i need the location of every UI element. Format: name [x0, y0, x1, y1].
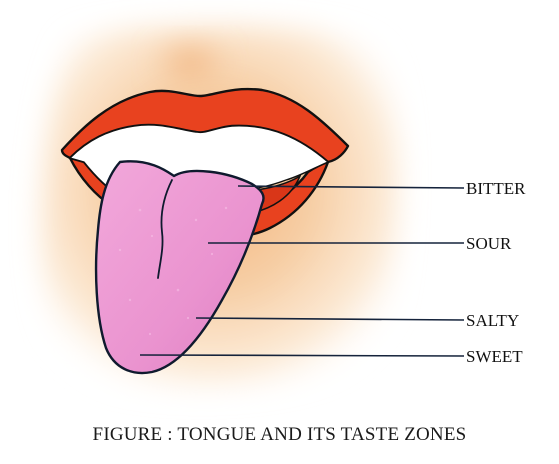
zone-label-sweet: SWEET — [466, 347, 523, 366]
taste-zone-labels: BITTER SOUR SALTY SWEET — [466, 179, 526, 366]
figure-caption: FIGURE : TONGUE AND ITS TASTE ZONES — [0, 424, 559, 446]
zone-label-salty: SALTY — [466, 311, 519, 330]
leader-line-sweet — [140, 355, 464, 356]
zone-label-bitter: BITTER — [466, 179, 526, 198]
zone-label-sour: SOUR — [466, 234, 512, 253]
